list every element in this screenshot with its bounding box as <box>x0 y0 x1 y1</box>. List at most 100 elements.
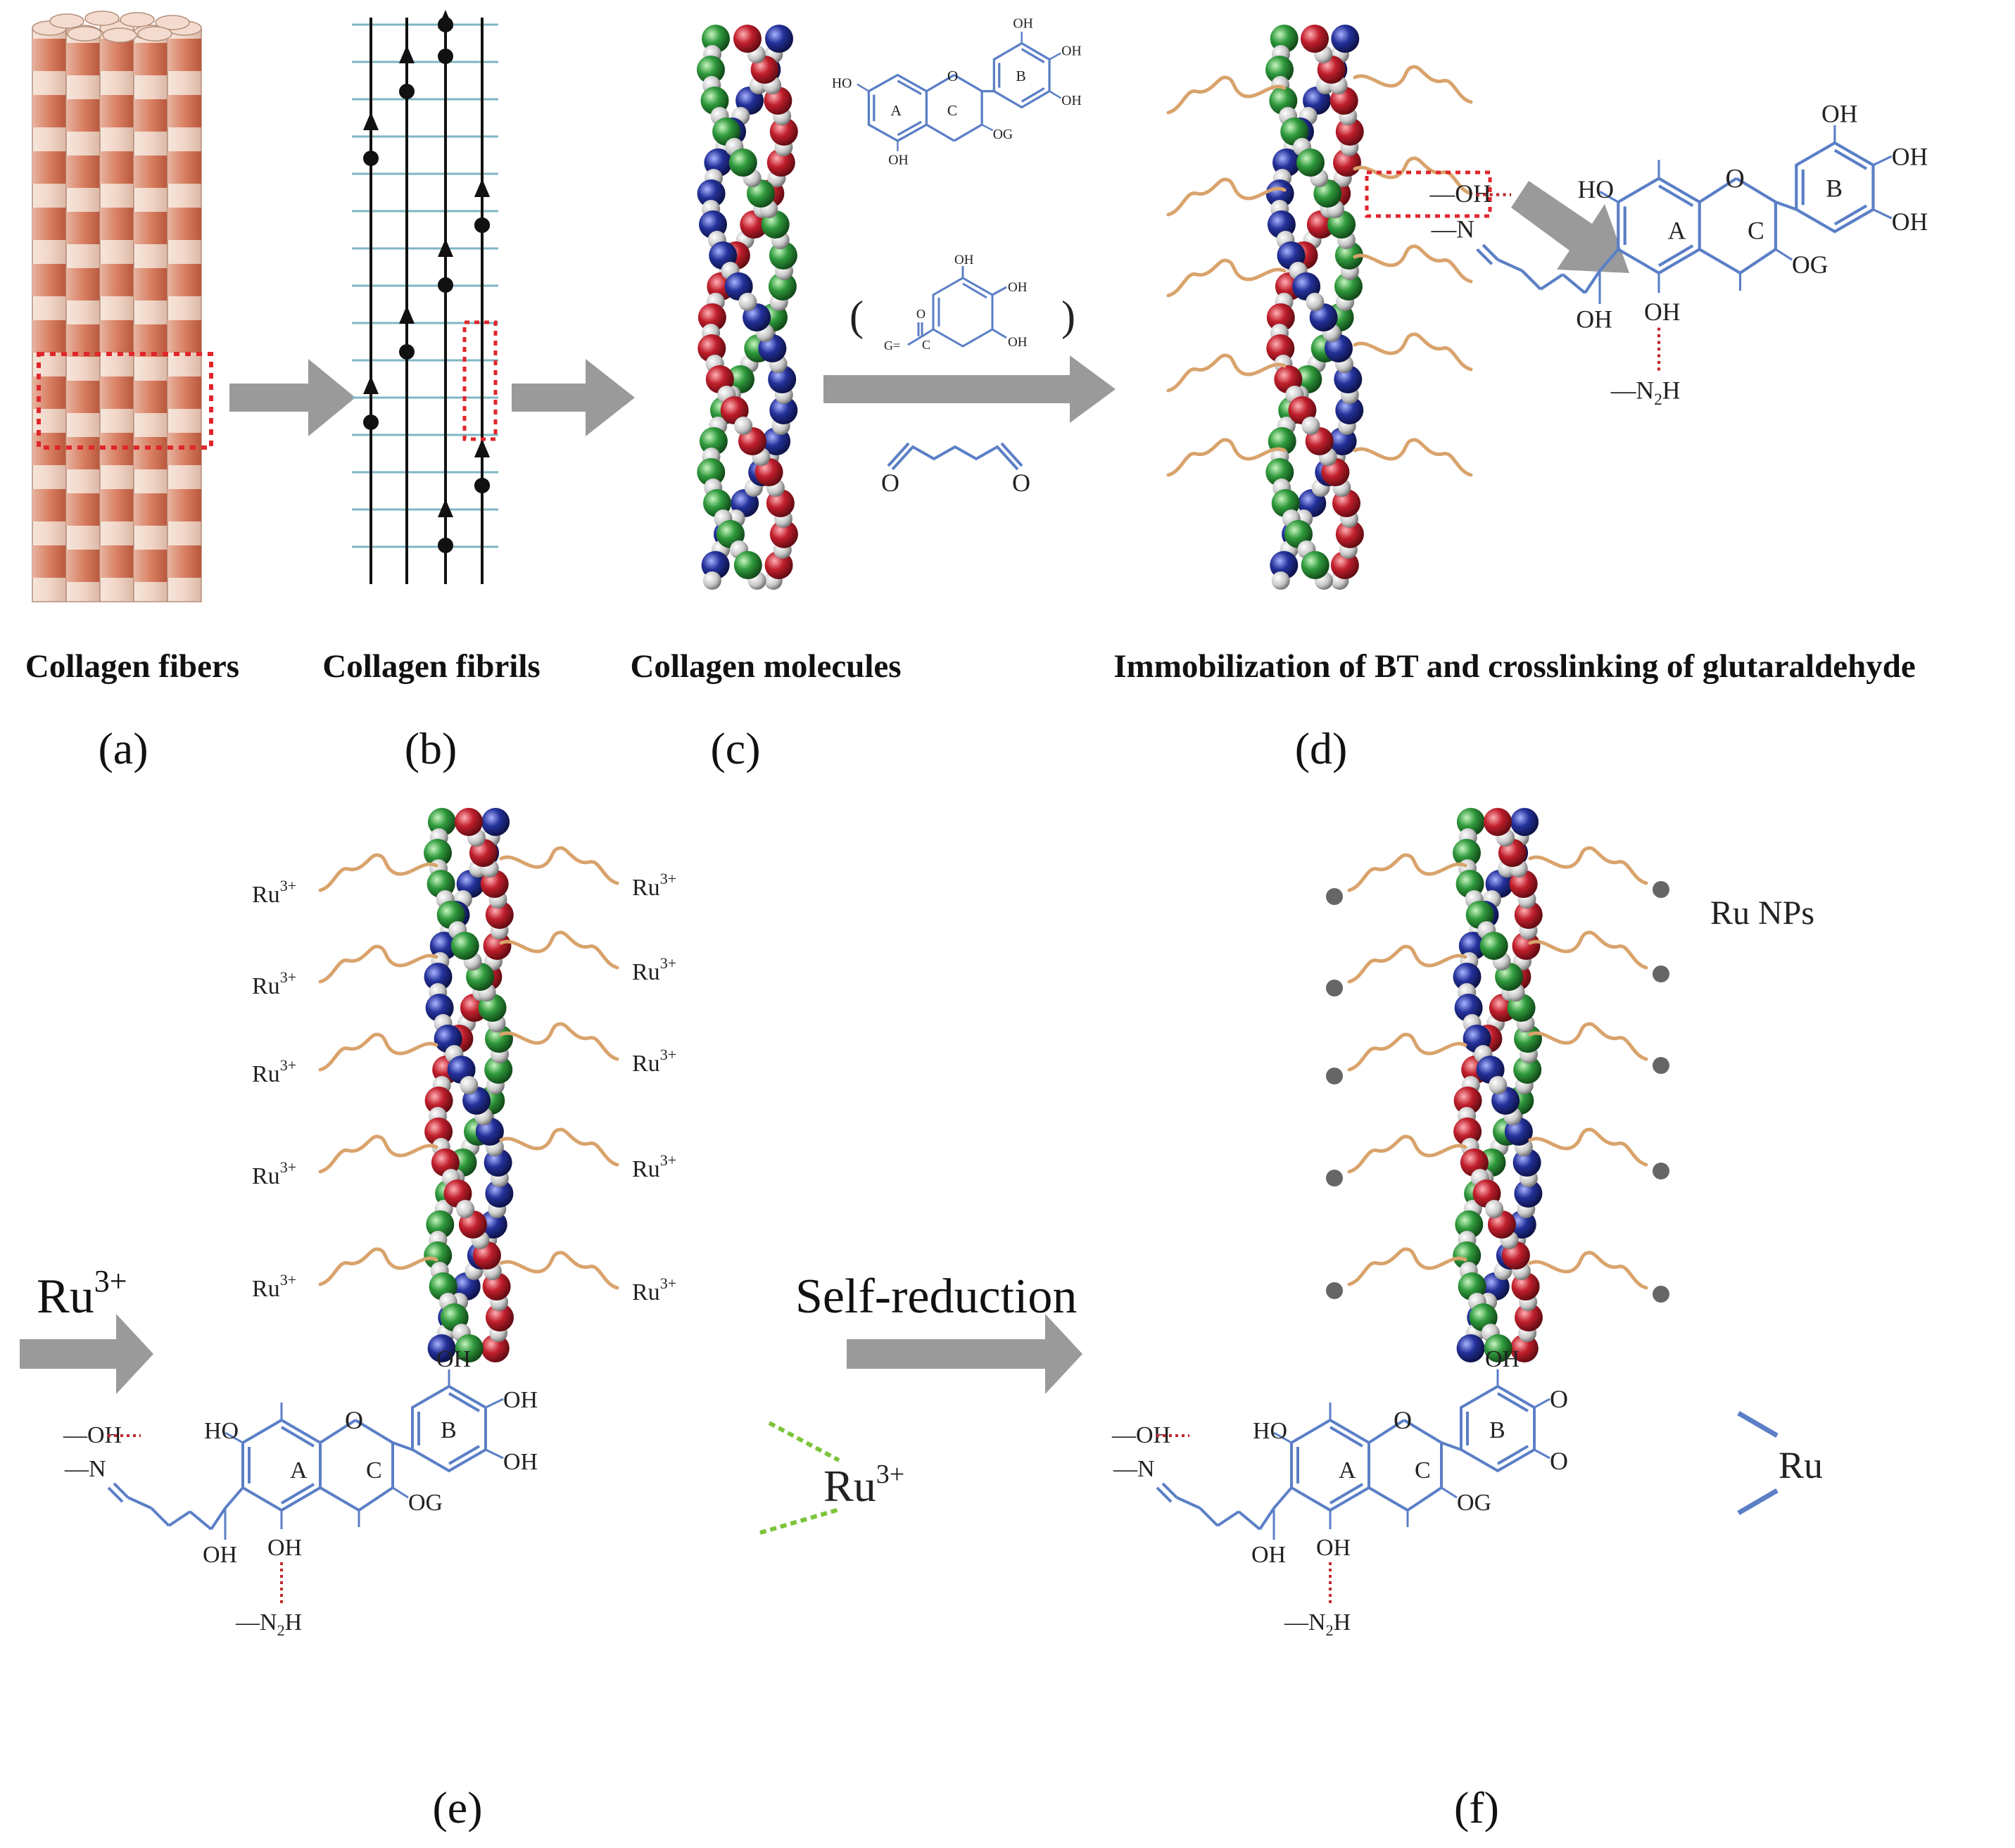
bond <box>1775 201 1798 211</box>
oh-c5-label: OH <box>267 1535 302 1561</box>
ru-nanoparticles <box>1326 881 1669 1303</box>
tannin-chain <box>1528 846 1648 885</box>
bond <box>1657 184 1694 208</box>
bond <box>1657 244 1694 267</box>
helix-bead <box>1265 179 1294 208</box>
oh-chain-label: OH <box>1251 1542 1286 1568</box>
helix-bead <box>1453 1241 1482 1270</box>
ring-b-bonds <box>992 42 1051 109</box>
fiber-band <box>100 208 134 240</box>
fiber-band <box>134 268 168 300</box>
helix-bead <box>697 303 726 331</box>
helix-bead <box>1335 520 1364 548</box>
ru-nps-label: Ru NPs <box>1710 894 1814 932</box>
tannin-chain <box>1347 1134 1467 1174</box>
tannin-chain <box>1166 438 1287 477</box>
fiber-band <box>100 489 134 521</box>
helix-bead <box>728 148 757 177</box>
bond <box>857 83 870 92</box>
ring-a-label: A <box>290 1457 308 1483</box>
fiber-band <box>134 212 168 244</box>
bond <box>189 1510 213 1531</box>
bond <box>127 1496 152 1510</box>
fiber-band <box>66 324 100 357</box>
imine-n-label: —N <box>1113 1456 1155 1482</box>
bond <box>1216 1510 1240 1527</box>
arrow-to-f <box>847 1314 1082 1394</box>
bond <box>1441 1486 1458 1499</box>
amine-h: H <box>1662 376 1681 404</box>
bond <box>1367 1419 1406 1444</box>
bond <box>1272 1486 1293 1510</box>
tannin-chain <box>1353 65 1473 104</box>
fiber-band <box>66 550 100 582</box>
oh-b-top-label: OH <box>1821 100 1858 128</box>
helix-bead <box>1270 25 1299 53</box>
panel-label-c: (c) <box>710 723 760 773</box>
galloyl-c-label: C <box>922 338 930 352</box>
bond <box>150 1507 170 1527</box>
collagen-triple-helix-c <box>697 25 798 590</box>
bond <box>1021 87 1045 103</box>
helix-bead <box>768 272 797 300</box>
galloyl-oh-top: OH <box>954 253 974 267</box>
helix-bead <box>1453 839 1481 867</box>
ru-ion-sup: 3+ <box>660 954 676 972</box>
fibril-arrowhead <box>363 376 379 394</box>
fiber-band <box>32 39 66 71</box>
ru-ion-label: Ru3+ <box>632 1274 676 1305</box>
bond <box>1156 1486 1173 1503</box>
bond <box>1833 204 1868 226</box>
helix-bead <box>1484 808 1512 836</box>
bond <box>485 1448 504 1460</box>
helix-bead <box>1334 272 1363 300</box>
fibril-end <box>102 27 137 43</box>
ru-ion-sup: 3+ <box>280 1158 296 1176</box>
bond <box>319 1419 357 1444</box>
ru-nanoparticle <box>1653 1163 1669 1179</box>
helix-bead <box>697 334 726 362</box>
fiber-band <box>32 545 66 578</box>
ru-ion-label: Ru3+ <box>252 1271 296 1302</box>
helix-bead <box>697 179 726 208</box>
bond <box>210 1507 227 1531</box>
chelate-o-bottom: O <box>1550 1447 1568 1475</box>
bond <box>354 1419 394 1444</box>
helix-bead <box>733 25 762 53</box>
helix-bead <box>484 1148 512 1177</box>
ring-c-label: C <box>366 1457 382 1483</box>
arrow-c-to-d <box>823 355 1116 423</box>
helix-bead <box>424 1241 453 1270</box>
bond <box>1872 155 1893 167</box>
helix-bead <box>1479 932 1508 960</box>
helix-bead <box>1301 551 1329 579</box>
fiber-band <box>32 489 66 521</box>
fibril-arrowhead <box>474 439 490 457</box>
amine-base: —N <box>235 1609 277 1635</box>
tannin-chain <box>318 944 438 984</box>
ru-ion-label: Ru3+ <box>632 870 676 901</box>
oh-b-bottom-label: OH <box>503 1449 538 1475</box>
bond <box>1049 90 1062 99</box>
amine-base: —N <box>1284 1609 1326 1635</box>
tannin-chain <box>1353 244 1473 284</box>
bond <box>1521 270 1542 291</box>
helix-bead <box>1513 1056 1542 1084</box>
bracket-open: ( <box>849 293 864 339</box>
fibril-arrowhead <box>438 499 453 517</box>
panel-label-d: (d) <box>1295 723 1348 773</box>
ring-a-label: A <box>891 102 902 119</box>
helix-bead <box>769 396 798 424</box>
ru-ion-base: Ru <box>252 1163 280 1189</box>
ru-ion-sup: 3+ <box>280 1271 296 1289</box>
ru-ion-base: Ru <box>252 1061 280 1087</box>
tannin-chain <box>318 1247 438 1286</box>
tannin-chain <box>1347 853 1467 892</box>
helix-bead <box>1456 808 1485 836</box>
fibril-node <box>438 277 453 293</box>
fiber-band <box>32 208 66 240</box>
fiber-band <box>168 151 201 184</box>
tannin-chain <box>1166 353 1287 393</box>
